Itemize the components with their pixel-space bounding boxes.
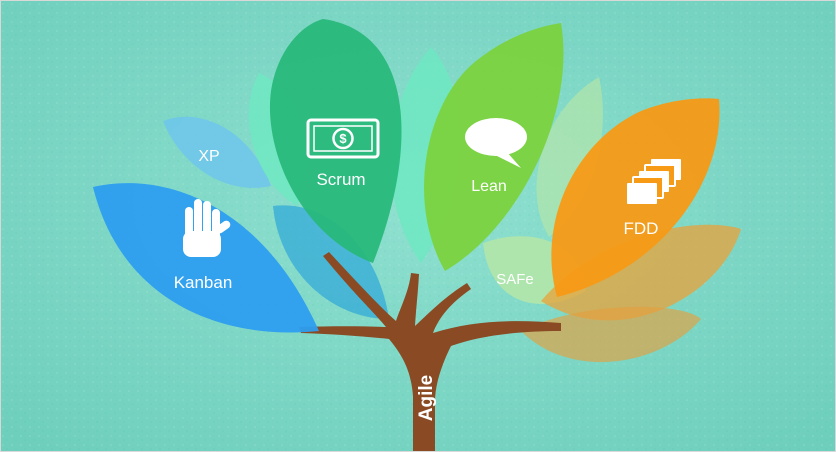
tree-trunk <box>299 252 561 451</box>
stacked-cards-icon <box>627 159 681 204</box>
leaf-back-right <box>536 77 603 237</box>
hand-icon <box>183 199 231 257</box>
trunk-label-agile: Agile <box>416 375 437 421</box>
banknote-icon: $ <box>306 118 380 159</box>
leaf-label-safe: SAFe <box>496 271 534 288</box>
speech-bubble-icon <box>465 118 527 168</box>
leaf-label-lean: Lean <box>471 178 507 195</box>
leaf-xp <box>163 116 271 188</box>
svg-text:$: $ <box>339 131 347 146</box>
leaf-label-xp: XP <box>198 148 219 165</box>
leaf-label-fdd: FDD <box>624 219 659 238</box>
leaf-fdd-back <box>541 224 741 321</box>
leaf-fdd-back-lower <box>521 306 701 363</box>
leaf-scrum <box>269 19 402 263</box>
leaf-kanban <box>93 183 319 333</box>
leaf-label-kanban: Kanban <box>174 273 233 292</box>
leaf-label-scrum: Scrum <box>316 170 365 189</box>
